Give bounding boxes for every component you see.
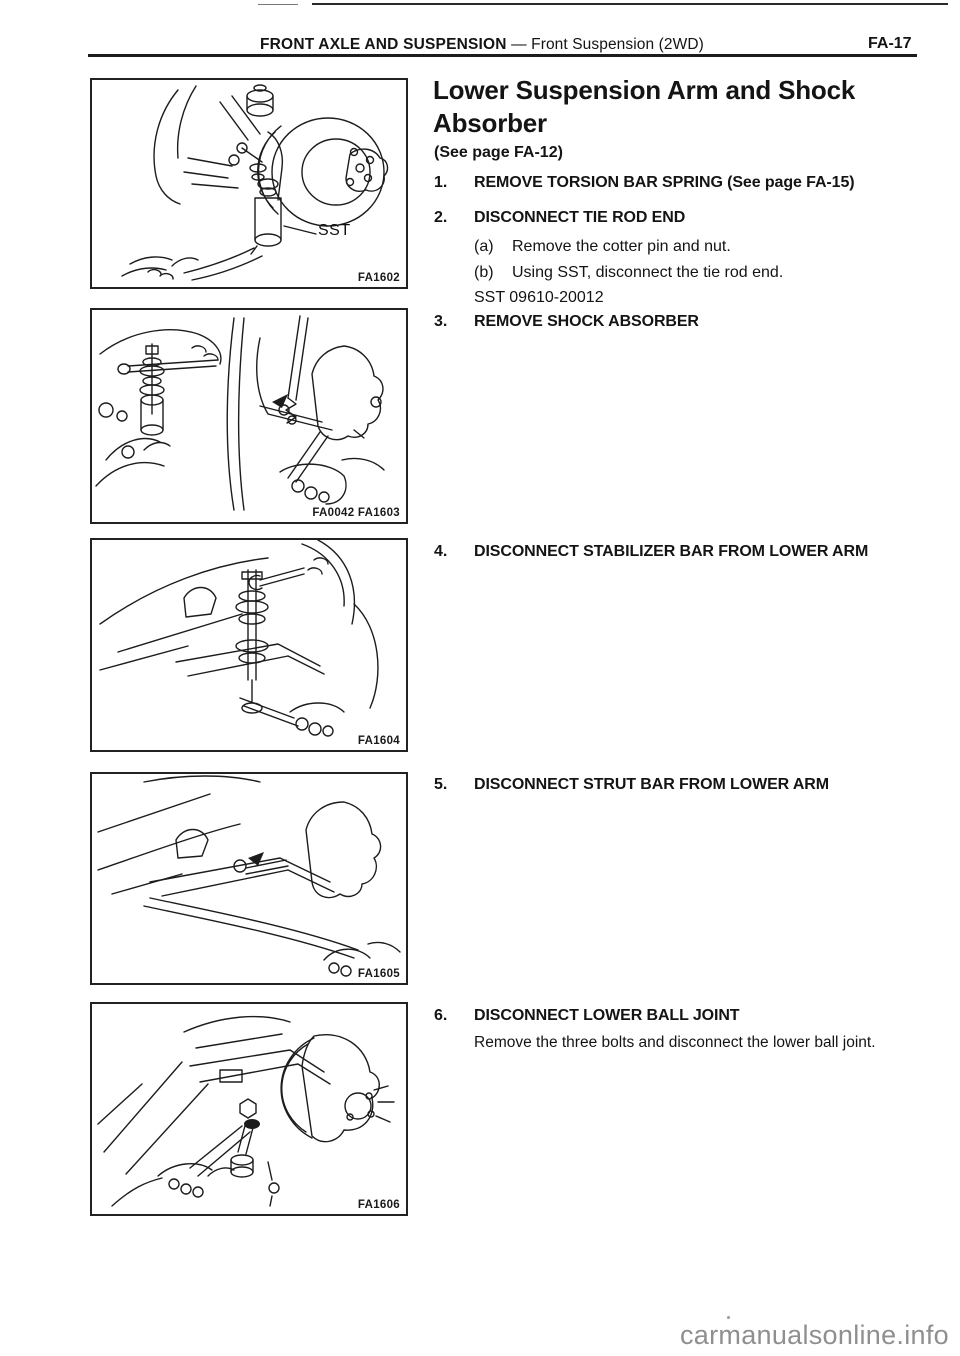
scan-artifact-dash: [258, 4, 298, 5]
substep-text: Using SST, disconnect the tie rod end.: [512, 264, 784, 281]
step-4: 4. DISCONNECT STABILIZER BAR FROM LOWER …: [434, 543, 868, 561]
figure-lower-ball-joint: FA1606: [90, 1002, 408, 1216]
step-2: 2. DISCONNECT TIE ROD END: [434, 209, 685, 227]
step-5: 5. DISCONNECT STRUT BAR FROM LOWER ARM: [434, 776, 829, 794]
step-number: 2.: [434, 209, 448, 226]
figure-code: FA1605: [357, 968, 400, 980]
header-rule: [88, 54, 917, 57]
header-section-title: FRONT AXLE AND SUSPENSION: [260, 36, 507, 53]
step-number: 1.: [434, 174, 448, 191]
figure-strut-bar: FA1605: [90, 772, 408, 985]
scan-speck: [727, 1316, 730, 1319]
figure-code: FA1606: [357, 1199, 400, 1211]
step-1: 1. REMOVE TORSION BAR SPRING (See page F…: [434, 174, 855, 192]
page-header: FRONT AXLE AND SUSPENSION — Front Suspen…: [260, 36, 704, 54]
step-heading: DISCONNECT TIE ROD END: [474, 209, 686, 226]
figure-illustration: [99, 540, 379, 737]
step-number: 4.: [434, 543, 448, 560]
watermark: carmanualsonline.info: [680, 1320, 949, 1350]
step-number: 5.: [434, 776, 448, 793]
step-number: 6.: [434, 1007, 448, 1024]
figure-shock-absorber: FA0042 FA1603: [90, 308, 408, 524]
figure-code: FA1604: [357, 735, 400, 747]
figure-tie-rod-sst: SST FA1602: [90, 78, 408, 289]
page-number: FA-17: [868, 35, 912, 52]
step-2b: (b) Using SST, disconnect the tie rod en…: [474, 264, 783, 282]
figure-stabilizer-bar: FA1604: [90, 538, 408, 752]
see-page-reference: (See page FA-12): [434, 144, 563, 161]
header-section-subtitle: — Front Suspension (2WD): [511, 36, 704, 53]
step-heading: DISCONNECT LOWER BALL JOINT: [474, 1007, 740, 1024]
step-2a: (a) Remove the cotter pin and nut.: [474, 238, 731, 256]
figure-code: FA1602: [357, 272, 400, 284]
sst-label: SST: [318, 222, 351, 239]
page-title: Lower Suspension Arm and Shock Absorber: [433, 75, 856, 138]
substep-text: Remove the cotter pin and nut.: [512, 238, 731, 255]
step-heading: REMOVE SHOCK ABSORBER: [474, 313, 699, 330]
step-number: 3.: [434, 313, 448, 330]
step-heading: REMOVE TORSION BAR SPRING (See page FA-1…: [474, 174, 855, 191]
substep-label: (a): [474, 238, 494, 255]
figure-illustration: [95, 315, 385, 511]
scan-artifact-line: [312, 3, 948, 5]
step-6-body: Remove the three bolts and disconnect th…: [474, 1034, 876, 1051]
sst-part-number: SST 09610-20012: [474, 289, 604, 306]
figure-code: FA0042 FA1603: [312, 507, 400, 519]
figure-illustration: [97, 1015, 395, 1207]
substep-label: (b): [474, 264, 494, 281]
step-6: 6. DISCONNECT LOWER BALL JOINT: [434, 1007, 740, 1025]
step-3: 3. REMOVE SHOCK ABSORBER: [434, 313, 699, 331]
step-heading: DISCONNECT STRUT BAR FROM LOWER ARM: [474, 776, 829, 793]
figure-illustration: [97, 775, 401, 977]
figure-illustration: [121, 84, 389, 281]
step-heading: DISCONNECT STABILIZER BAR FROM LOWER ARM: [474, 543, 869, 560]
